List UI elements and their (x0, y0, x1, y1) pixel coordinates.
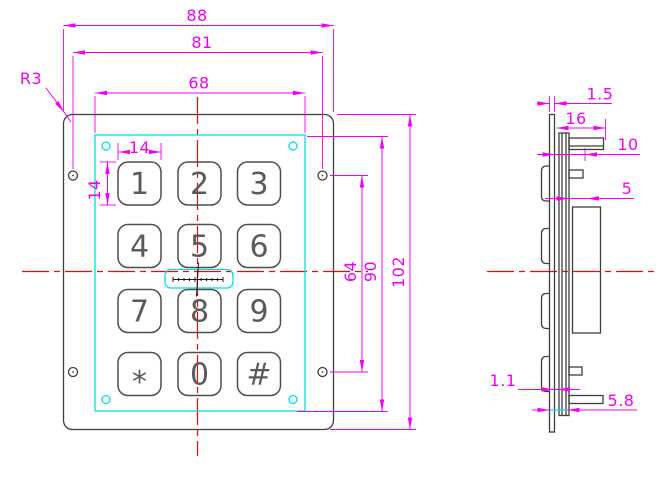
dim-module-depth: 5 (545, 179, 634, 201)
cutout-corner-hole (288, 394, 298, 405)
key-1 (117, 161, 162, 206)
dim-key-width: 14 (117, 138, 162, 160)
dim-width-cutout: 68 (94, 74, 306, 133)
key-dome (540, 292, 550, 330)
hole-center-dot (321, 371, 324, 373)
key-5-label: 5 (190, 230, 209, 265)
key-star-label: * (132, 365, 147, 400)
key-star (117, 351, 162, 397)
side-tab (568, 169, 584, 179)
key-7 (117, 288, 162, 334)
key-6 (236, 223, 282, 269)
cutout-rect (94, 134, 306, 412)
key-4 (117, 223, 162, 269)
side-pcb (558, 132, 570, 417)
dim-key-height: 14 (85, 161, 116, 206)
center-mark-cross (196, 262, 199, 297)
front-view: 1 2 3 4 5 6 7 8 9 * 0 # (20, 6, 416, 456)
key-1-label: 1 (130, 167, 149, 202)
cutout-corner-hole (288, 141, 298, 151)
key-4-label: 4 (130, 230, 149, 265)
dim-height-overall: 102 (330, 114, 416, 430)
key-2-label: 2 (190, 167, 209, 202)
dim-cutout-height: 90 (297, 136, 388, 412)
side-key-domes (540, 165, 550, 393)
key-9 (236, 288, 282, 334)
side-stud-long (568, 394, 604, 405)
side-connector (568, 137, 605, 151)
dim-1-5-label: 1.5 (587, 85, 614, 104)
dim-5-label: 5 (622, 179, 633, 198)
side-module-block (571, 206, 602, 334)
key-7-label: 7 (130, 295, 149, 330)
key-5 (177, 223, 222, 269)
mounting-holes (67, 170, 328, 378)
dim-90-label: 90 (361, 261, 380, 282)
dim-14h-label: 14 (85, 179, 104, 200)
dim-width-holes: 81 (72, 33, 323, 169)
dim-rear-depth: 10 (537, 135, 640, 161)
key-6-label: 6 (249, 230, 268, 265)
dim-10-label: 10 (617, 135, 638, 154)
dim-102-label: 102 (389, 256, 408, 288)
dim-68-label: 68 (188, 74, 209, 93)
cutout-corner-hole (101, 394, 111, 405)
key-hash-label: # (246, 358, 271, 393)
dim-hole-spacing-v: 64 (330, 175, 368, 373)
corner-radius-callout: R3 (20, 69, 72, 123)
cutout-highlight (94, 134, 306, 412)
keypad-keys: 1 2 3 4 5 6 7 8 9 * 0 # (117, 161, 282, 400)
dim-88-label: 88 (186, 6, 207, 25)
mounting-hole-top-right (317, 170, 328, 181)
dim-r3-label: R3 (20, 69, 42, 88)
hole-center-dot (72, 174, 74, 177)
key-0 (177, 351, 222, 397)
dim-1-1-label: 1.1 (490, 371, 517, 390)
cutout-corner-hole (101, 141, 111, 151)
hole-center-dot (321, 174, 324, 177)
side-stud-short (568, 366, 583, 376)
center-mark-ticks (172, 277, 224, 282)
mounting-hole-top-left (67, 170, 79, 181)
key-dome (540, 165, 550, 202)
mounting-hole-bottom-left (67, 366, 79, 378)
dim-5-8-label: 5.8 (608, 391, 635, 410)
center-mark-box (164, 268, 234, 289)
key-dome (540, 227, 550, 265)
key-2 (177, 161, 222, 206)
key-0-label: 0 (190, 358, 209, 393)
key-3 (236, 161, 282, 206)
key-8 (177, 288, 222, 334)
dim-assembly-depth: 5.8 (532, 391, 637, 413)
dim-16-label: 16 (565, 109, 586, 128)
side-view: 1.5 16 10 5 1.1 (487, 85, 656, 433)
dim-81-label: 81 (191, 33, 212, 52)
key-hash (236, 351, 282, 397)
key-dome (540, 355, 550, 393)
center-mark (164, 262, 234, 297)
key-9-label: 9 (249, 295, 268, 330)
dim-panel-thickness: 1.5 (537, 85, 614, 112)
side-panel (548, 113, 556, 433)
dim-14w-label: 14 (129, 138, 150, 157)
dim-64-label: 64 (341, 261, 360, 282)
hole-center-dot (72, 371, 74, 373)
key-8-label: 8 (190, 295, 209, 330)
dim-key-gap: 1.1 (490, 371, 580, 392)
mounting-hole-bottom-right (317, 366, 328, 378)
dim-width-overall: 88 (63, 6, 334, 112)
key-3-label: 3 (249, 167, 268, 202)
dim-connector-length: 16 (556, 109, 606, 140)
panel-outline (62, 113, 335, 431)
